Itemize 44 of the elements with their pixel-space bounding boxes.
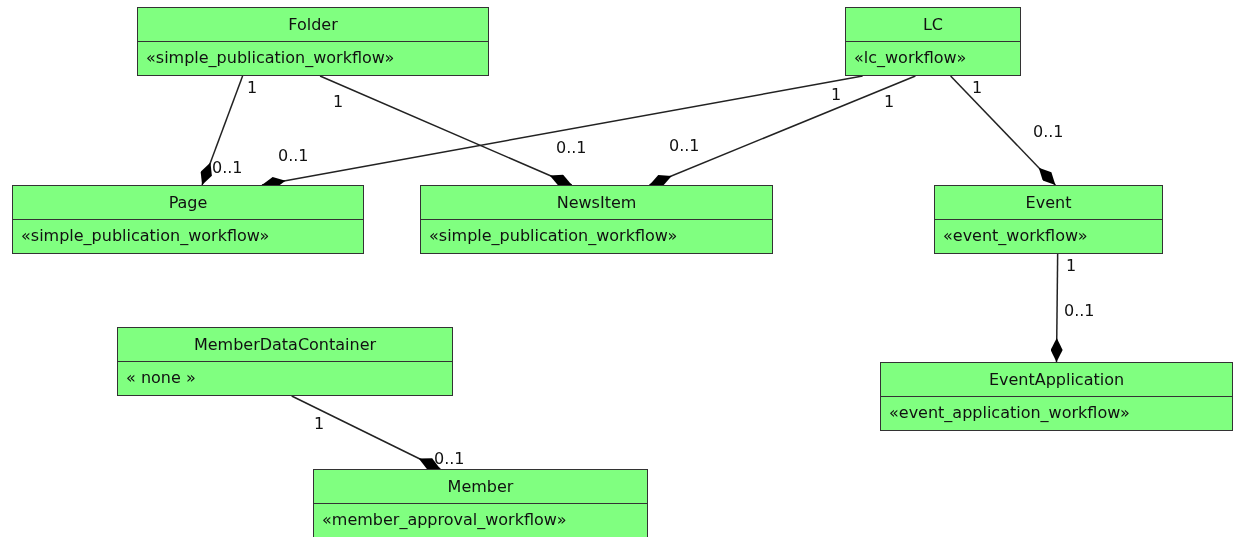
multiplicity-label: 1 (1066, 258, 1077, 274)
multiplicity-label: 1 (831, 87, 842, 103)
class-name: MemberDataContainer (118, 328, 452, 362)
class-name: LC (846, 8, 1020, 42)
multiplicity-label: 1 (247, 80, 258, 96)
multiplicity-label: 0..1 (212, 160, 243, 176)
class-name: NewsItem (421, 186, 772, 220)
class-box (137, 7, 489, 76)
composition-line (290, 395, 442, 470)
composition-line (319, 75, 573, 186)
stereotype-label: « none » (125, 367, 197, 389)
stereotype-label: «simple_publication_workflow» (145, 47, 396, 69)
stereotype-label: «simple_publication_workflow» (20, 225, 271, 247)
multiplicity-label: 0..1 (434, 451, 465, 467)
multiplicity-label: 0..1 (669, 138, 700, 154)
multiplicity-label: 1 (884, 94, 895, 110)
class-box (845, 7, 1021, 76)
class-box (313, 469, 648, 537)
class-box (880, 362, 1233, 431)
class-name: Page (13, 186, 363, 220)
class-name: EventApplication (881, 363, 1232, 397)
composition-line (648, 75, 917, 186)
composition-line (949, 75, 1057, 186)
class-name: Event (935, 186, 1162, 220)
class-box (420, 185, 773, 254)
multiplicity-label: 0..1 (556, 140, 587, 156)
class-name: Member (314, 470, 647, 504)
stereotype-label: «event_application_workflow» (888, 402, 1131, 424)
multiplicity-label: 0..1 (1064, 303, 1095, 319)
multiplicity-label: 0..1 (278, 148, 309, 164)
multiplicity-label: 1 (972, 80, 983, 96)
composition-line (1050, 253, 1063, 363)
stereotype-label: «member_approval_workflow» (321, 509, 568, 531)
multiplicity-label: 1 (333, 94, 344, 110)
composition-line (200, 75, 244, 186)
stereotype-label: «simple_publication_workflow» (428, 225, 679, 247)
stereotype-label: «event_workflow» (942, 225, 1089, 247)
class-box (934, 185, 1163, 254)
class-box (117, 327, 453, 396)
stereotype-label: «lc_workflow» (853, 47, 968, 69)
multiplicity-label: 0..1 (1033, 124, 1064, 140)
class-box (12, 185, 364, 254)
multiplicity-label: 1 (314, 416, 325, 432)
class-name: Folder (138, 8, 488, 42)
